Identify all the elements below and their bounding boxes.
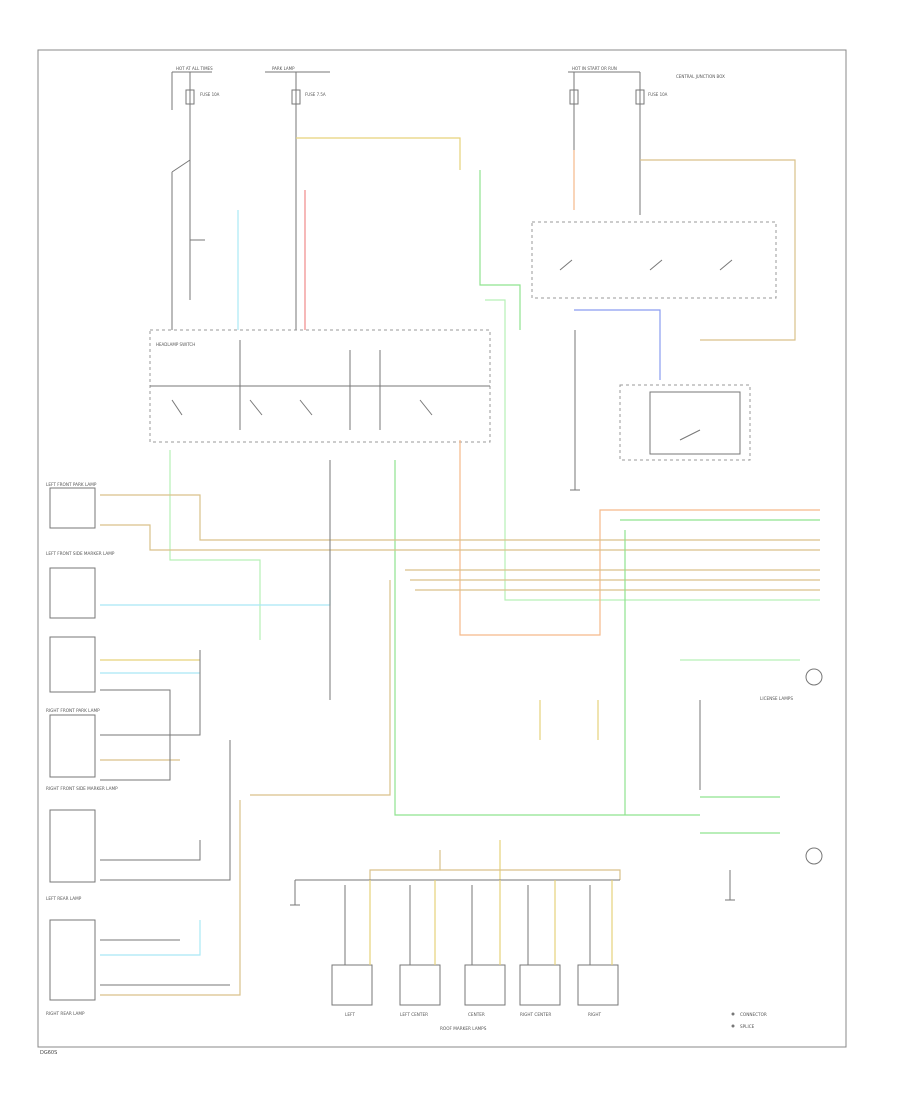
left-rear-lamp (49, 809, 96, 883)
license-lamps: LICENSE LAMPS (760, 668, 823, 865)
right-rear-lamp (49, 919, 96, 1001)
roof-lamp-center (464, 964, 506, 1006)
label-right-rear-lamp: RIGHT REAR LAMP (46, 1011, 85, 1016)
wires-colored (100, 137, 820, 996)
fuse-panel-left (171, 71, 330, 330)
relay-module (531, 221, 777, 299)
left-front-side-marker-lamp (49, 567, 96, 619)
roof-marker-lamps-caption: ROOF MARKER LAMPS (440, 1026, 487, 1031)
roof-lamp-left (331, 964, 373, 1006)
connector-symbol (731, 1012, 735, 1016)
license-lamp-upper (805, 668, 823, 686)
roof-lamp-left-center (399, 964, 441, 1006)
label-fuse-right: FUSE 10A (648, 92, 668, 97)
label-park-lamp: PARK LAMP (272, 66, 295, 71)
label-hot-in-start: HOT IN START OR RUN (572, 66, 617, 71)
left-lamps: LEFT FRONT PARK LAMP LEFT FRONT SIDE MAR… (46, 482, 118, 1016)
roof-label-left-center: LEFT CENTER (400, 1012, 428, 1017)
right-front-park-lamp (49, 636, 96, 693)
roof-marker-lamps: LEFT LEFT CENTER CENTER RIGHT CENTER RIG… (331, 880, 619, 1031)
label-right-front-park-lamp: RIGHT FRONT PARK LAMP (46, 708, 100, 713)
fuse-panel-right: HOT IN START OR RUN FUSE 10A CENTRAL JUN… (568, 66, 725, 215)
wires-black (100, 330, 731, 986)
right-front-side-marker-lamp (49, 714, 96, 778)
roof-lamp-right-center (519, 964, 561, 1006)
headlamp-switch: HEADLAMP SWITCH (149, 329, 491, 443)
roof-label-center: CENTER (468, 1012, 485, 1017)
label-left-front-park-lamp: LEFT FRONT PARK LAMP (46, 482, 97, 487)
footer-code: DG60S (40, 1050, 57, 1056)
label-central-junction: CENTRAL JUNCTION BOX (676, 74, 725, 79)
label-fuse-left: FUSE 10A (200, 92, 220, 97)
label-hot-at-all-times: HOT AT ALL TIMES (176, 66, 213, 71)
legend: CONNECTOR SPLICE (731, 1012, 767, 1029)
label-left-rear-lamp: LEFT REAR LAMP (46, 896, 82, 901)
label-fuse-park: FUSE 7.5A (305, 92, 326, 97)
diagram-border (37, 49, 847, 1048)
label-right-front-side-marker: RIGHT FRONT SIDE MARKER LAMP (46, 786, 118, 791)
label-license-lamps: LICENSE LAMPS (760, 696, 793, 701)
left-front-park-lamp (49, 487, 96, 529)
roof-label-right-center: RIGHT CENTER (520, 1012, 551, 1017)
label-left-front-side-marker: LEFT FRONT SIDE MARKER LAMP (46, 551, 115, 556)
roof-label-left: LEFT (345, 1012, 355, 1017)
fuse-labels-left: HOT AT ALL TIMES FUSE 10A PARK LAMP FUSE… (176, 66, 326, 97)
roof-lamp-right (577, 964, 619, 1006)
roof-label-right: RIGHT (588, 1012, 602, 1017)
legend-connector: CONNECTOR (740, 1012, 767, 1017)
legend-splice: SPLICE (740, 1024, 755, 1029)
license-lamp-lower (805, 847, 823, 865)
trailer-module (619, 384, 751, 461)
ground-symbols (290, 489, 735, 906)
label-headlamp-switch: HEADLAMP SWITCH (156, 342, 195, 347)
splice-symbol (731, 1024, 735, 1028)
